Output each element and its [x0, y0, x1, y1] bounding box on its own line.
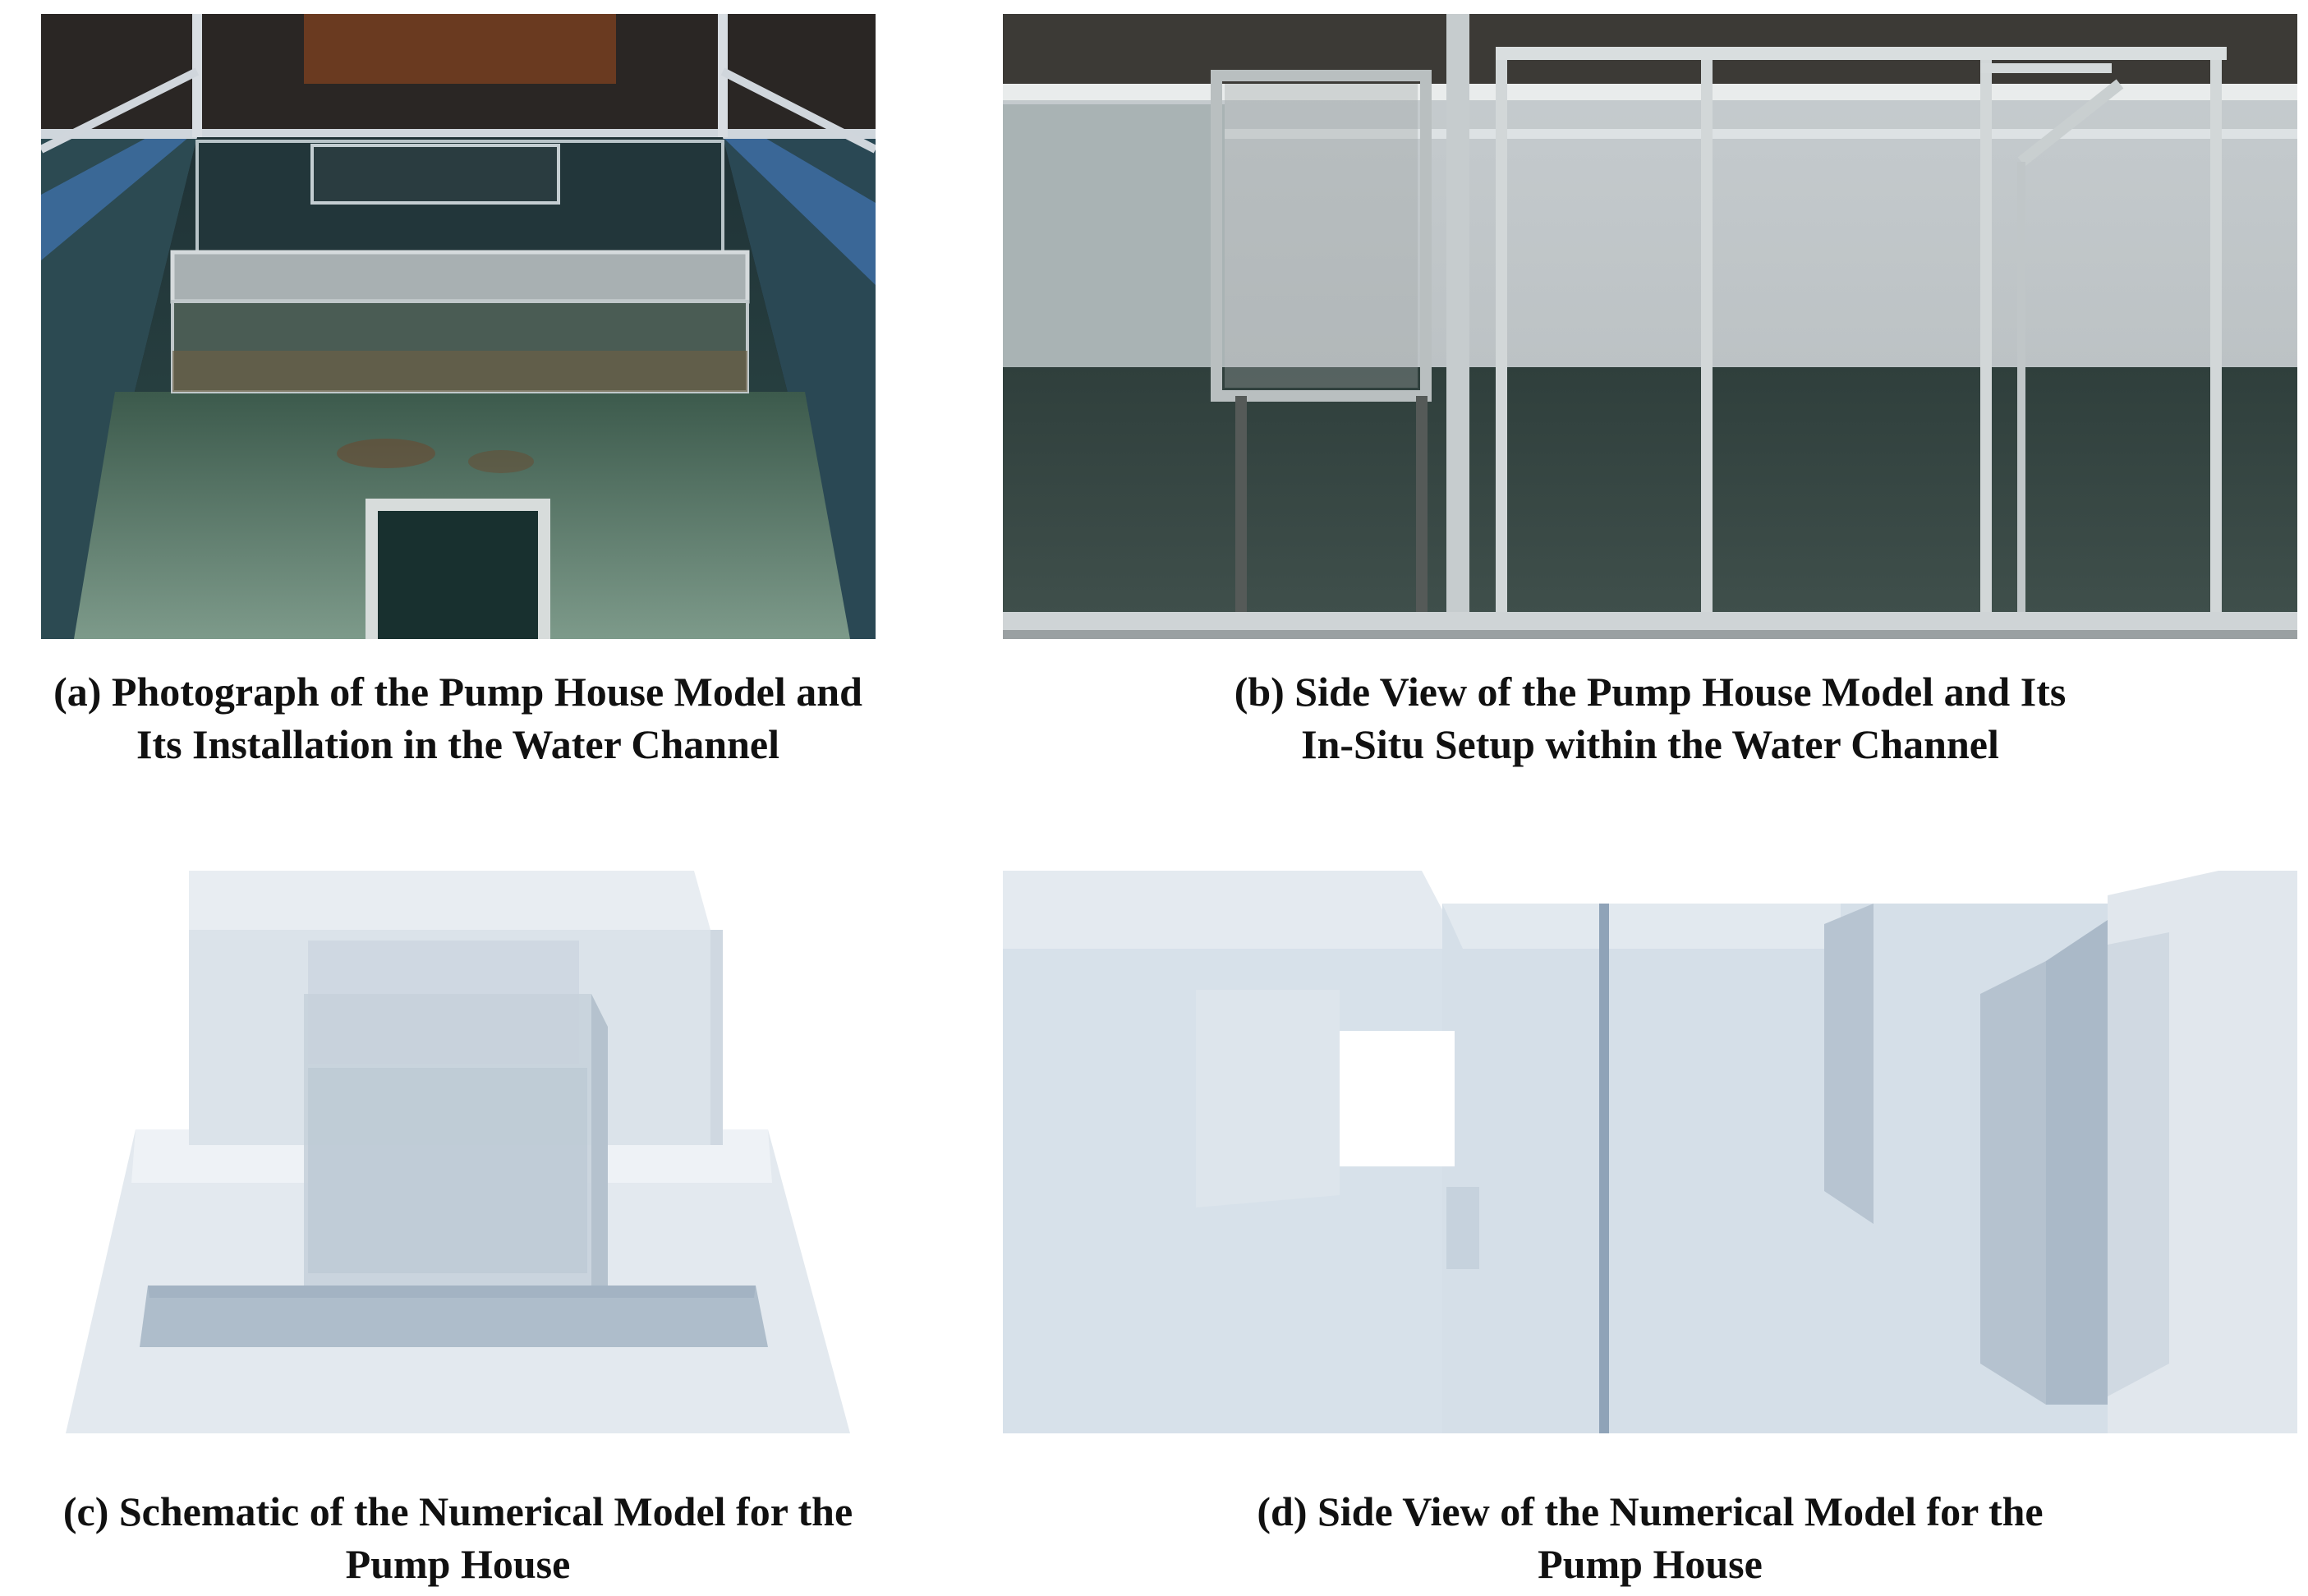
numerical-model-side-view: [1003, 871, 2297, 1433]
caption-line: Its Installation in the Water Channel: [136, 721, 779, 767]
caption-line: In-Situ Setup within the Water Channel: [1301, 721, 1999, 767]
pump-house-photo-top: [41, 14, 876, 639]
caption-line: Pump House: [1538, 1541, 1763, 1587]
caption-panel-a: (a) Photograph of the Pump House Model a…: [0, 665, 916, 770]
caption-line: Pump House: [345, 1541, 571, 1587]
caption-line: (d) Side View of the Numerical Model for…: [1257, 1488, 2044, 1534]
caption-line: (a) Photograph of the Pump House Model a…: [53, 669, 862, 715]
caption-panel-b: (b) Side View of the Pump House Model an…: [1003, 665, 2297, 770]
pump-house-photo-side: [1003, 14, 2297, 639]
caption-panel-c: (c) Schematic of the Numerical Model for…: [0, 1485, 916, 1590]
numerical-model-schematic: [66, 871, 858, 1433]
caption-line: (b) Side View of the Pump House Model an…: [1234, 669, 2067, 715]
caption-line: (c) Schematic of the Numerical Model for…: [62, 1488, 853, 1534]
caption-panel-d: (d) Side View of the Numerical Model for…: [1003, 1485, 2297, 1590]
